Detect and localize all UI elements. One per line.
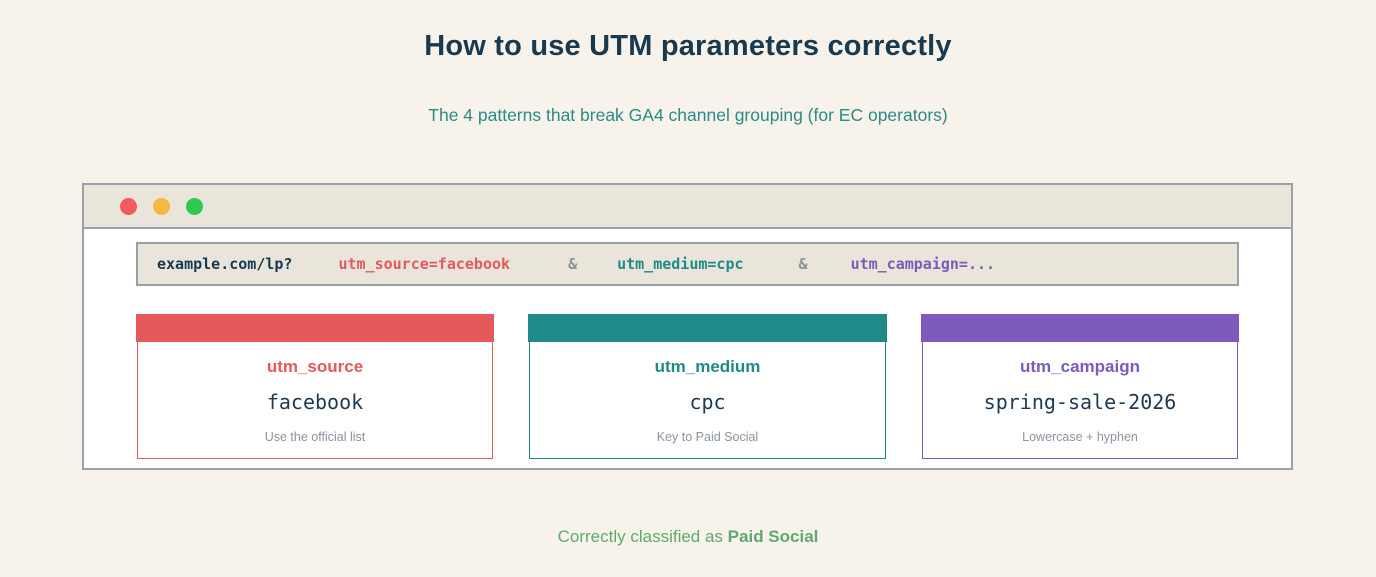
url-ampersand: & [798, 255, 808, 273]
url-param-campaign: utm_campaign=... [850, 255, 996, 273]
card-header-bar [136, 314, 494, 342]
card-utm-campaign: utm_campaign spring-sale-2026 Lowercase … [921, 314, 1239, 459]
card-param-name: utm_campaign [1020, 357, 1140, 376]
card-param-name: utm_medium [654, 357, 761, 376]
card-param-value: facebook [266, 390, 364, 414]
card-header-bar [528, 314, 887, 342]
browser-titlebar [84, 185, 1291, 229]
utm-cards-row: utm_source facebook Use the official lis… [136, 314, 1239, 459]
page-subtitle: The 4 patterns that break GA4 channel gr… [428, 105, 948, 125]
close-button-icon[interactable] [120, 197, 137, 215]
url-param-medium: utm_medium=cpc [617, 255, 744, 273]
result-caption: Correctly classified as Paid Social [0, 527, 1376, 547]
card-note: Use the official list [264, 430, 366, 444]
card-utm-source: utm_source facebook Use the official lis… [136, 314, 494, 459]
card-body: utm_campaign spring-sale-2026 Lowercase … [922, 342, 1238, 459]
url-ampersand: & [568, 255, 578, 273]
card-body: utm_source facebook Use the official lis… [137, 342, 493, 459]
browser-window: example.com/lp? utm_source=facebook & ut… [82, 183, 1293, 470]
caption-prefix: Correctly classified as [557, 527, 728, 546]
browser-content: example.com/lp? utm_source=facebook & ut… [84, 242, 1291, 459]
card-body: utm_medium cpc Key to Paid Social [529, 342, 886, 459]
url-param-source: utm_source=facebook [338, 255, 511, 273]
card-param-value: cpc [689, 390, 726, 414]
url-bar[interactable]: example.com/lp? utm_source=facebook & ut… [136, 242, 1239, 286]
minimize-button-icon[interactable] [153, 197, 170, 215]
card-param-value: spring-sale-2026 [983, 390, 1177, 414]
url-domain-text: example.com/lp? [157, 255, 293, 273]
maximize-button-icon[interactable] [186, 197, 203, 215]
caption-channel: Paid Social [727, 527, 819, 546]
card-note: Key to Paid Social [656, 430, 759, 444]
card-utm-medium: utm_medium cpc Key to Paid Social [528, 314, 887, 459]
page-title: How to use UTM parameters correctly [424, 30, 952, 62]
card-param-name: utm_source [266, 357, 364, 376]
card-note: Lowercase + hyphen [1022, 430, 1138, 444]
card-header-bar [921, 314, 1239, 342]
